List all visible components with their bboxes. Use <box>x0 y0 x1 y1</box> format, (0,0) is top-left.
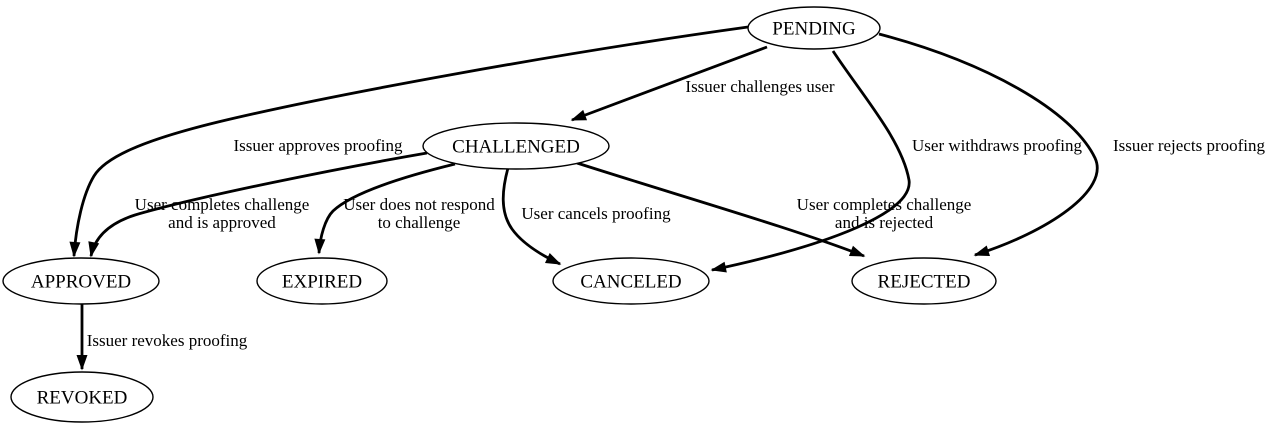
edge-label-pending-to-approved: Issuer approves proofing <box>233 136 403 155</box>
node-ellipse-expired <box>256 257 388 305</box>
node-ellipse-pending <box>747 6 881 50</box>
node-ellipse-approved <box>2 257 160 305</box>
node-canceled: CANCELED <box>552 257 710 305</box>
edge-challenged-to-expired <box>314 162 456 255</box>
edge-pending-to-canceled <box>710 50 911 273</box>
node-rejected: REJECTED <box>851 257 997 305</box>
edge-challenged-to-approved <box>88 151 428 258</box>
edge-label-approved-to-revoked: Issuer revokes proofing <box>87 331 248 350</box>
edge-label-line: User does not respond <box>343 195 495 214</box>
edge-label-line: User completes challenge <box>797 195 972 214</box>
edge-label-line: User completes challenge <box>135 195 310 214</box>
node-ellipse-revoked <box>10 371 154 423</box>
edge-label-line: Issuer challenges user <box>685 77 835 96</box>
node-pending: PENDING <box>747 6 881 50</box>
edge-label-challenged-to-canceled: User cancels proofing <box>521 204 671 223</box>
node-label-approved: APPROVED <box>31 272 131 293</box>
edge-label-pending-to-rejected: Issuer rejects proofing <box>1113 136 1266 155</box>
edge-label-line: Issuer approves proofing <box>233 136 403 155</box>
edge-challenged-to-canceled <box>501 167 562 266</box>
edge-label-line: to challenge <box>378 213 461 232</box>
edge-label-pending-to-canceled: User withdraws proofing <box>912 136 1082 155</box>
edge-label-line: User cancels proofing <box>521 204 671 223</box>
edge-label-line: Issuer revokes proofing <box>87 331 248 350</box>
edge-label-line: User withdraws proofing <box>912 136 1082 155</box>
edge-pending-to-challenged <box>570 45 768 122</box>
node-label-pending: PENDING <box>772 19 856 40</box>
node-label-rejected: REJECTED <box>878 272 971 293</box>
node-revoked: REVOKED <box>10 371 154 423</box>
node-ellipse-canceled <box>552 257 710 305</box>
node-expired: EXPIRED <box>256 257 388 305</box>
node-approved: APPROVED <box>2 257 160 305</box>
node-label-challenged: CHALLENGED <box>452 137 580 158</box>
node-ellipse-challenged <box>422 122 610 170</box>
edge-label-line: and is approved <box>168 213 276 232</box>
node-label-revoked: REVOKED <box>37 388 128 409</box>
node-ellipse-rejected <box>851 257 997 305</box>
edge-challenged-to-rejected <box>576 161 866 258</box>
nodes-layer: PENDING CHALLENGED APPROVED EXPIRED CANCELED… <box>2 6 997 423</box>
node-label-canceled: CANCELED <box>580 272 681 293</box>
node-label-expired: EXPIRED <box>282 272 362 293</box>
edge-label-pending-to-challenged: Issuer challenges user <box>685 77 835 96</box>
node-challenged: CHALLENGED <box>422 122 610 170</box>
edge-label-line: Issuer rejects proofing <box>1113 136 1266 155</box>
edge-pending-to-approved <box>69 25 749 258</box>
edge-pending-to-rejected <box>878 32 1099 257</box>
